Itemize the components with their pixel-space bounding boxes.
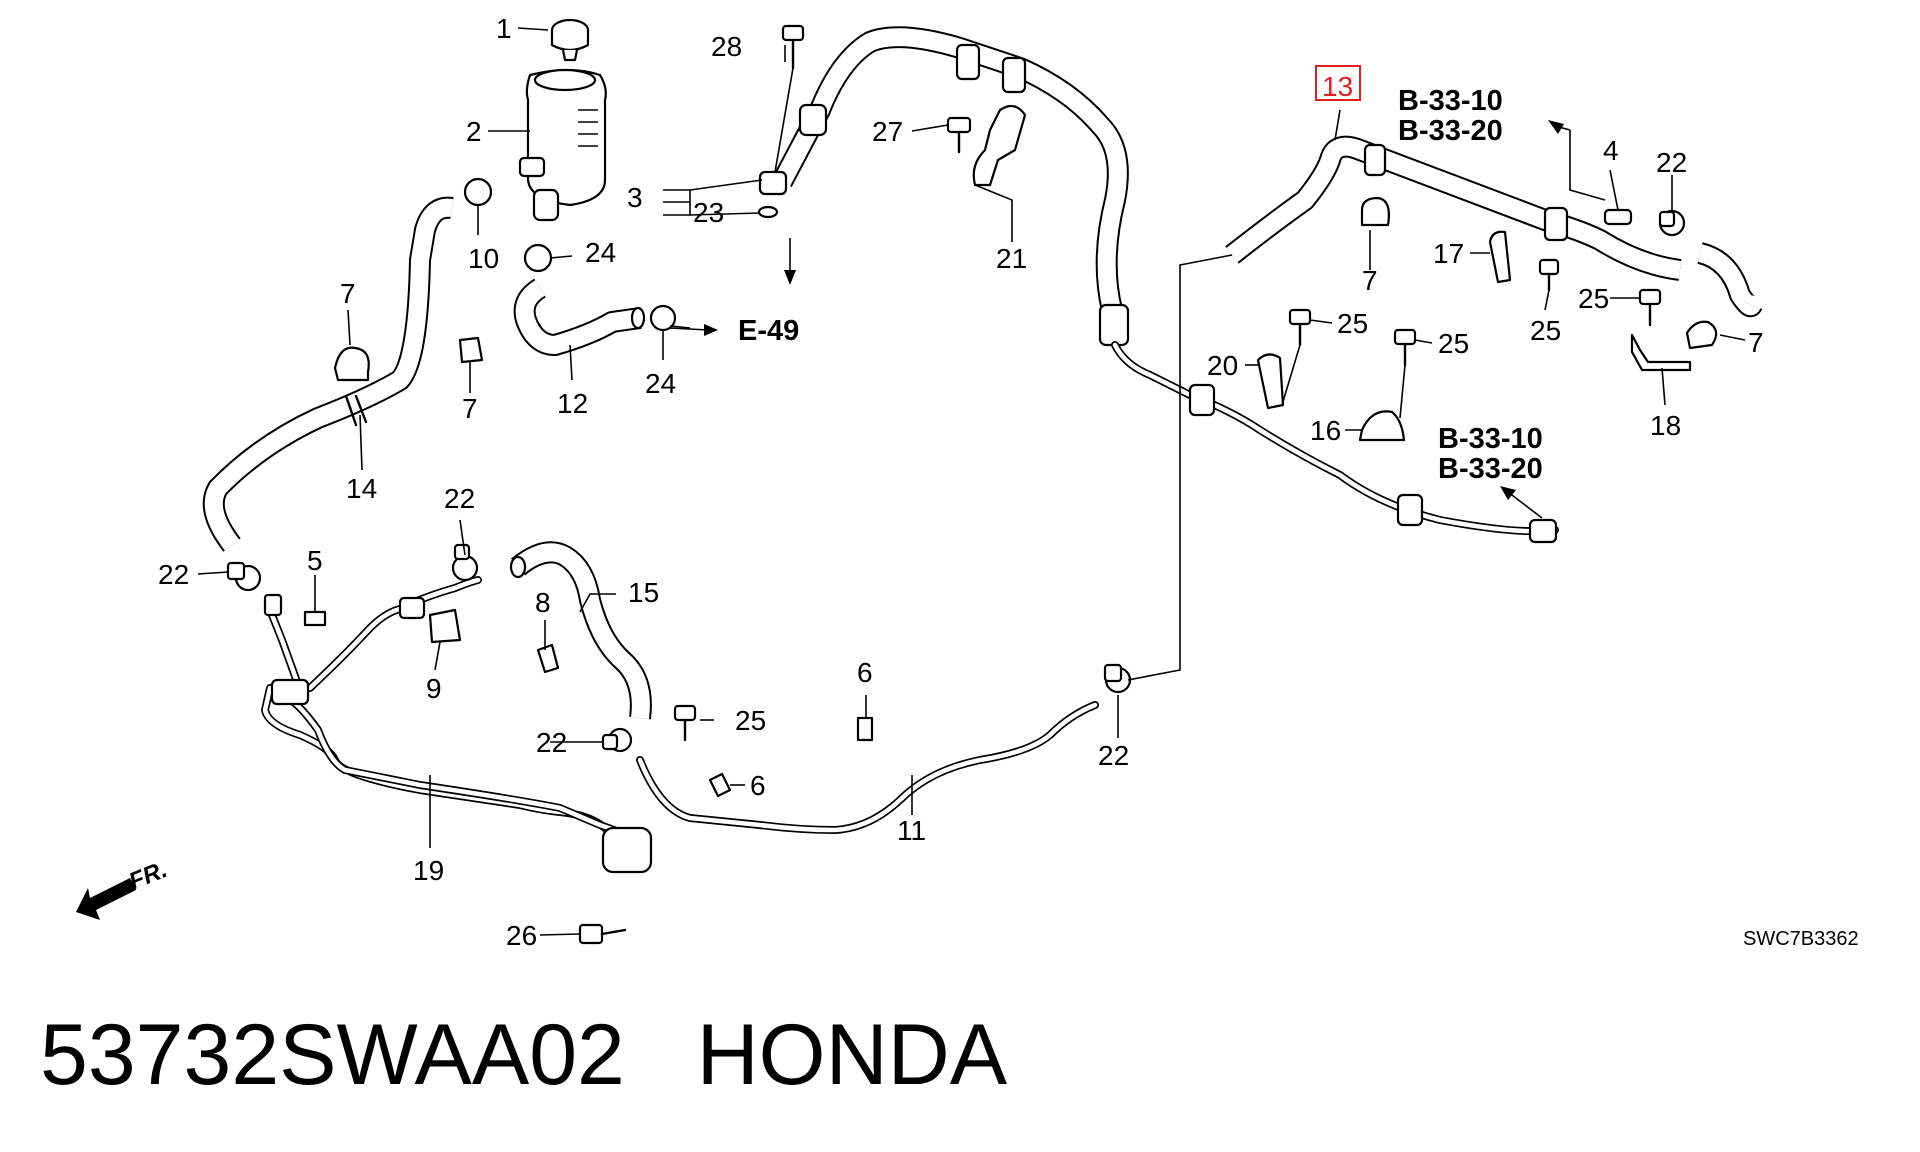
callout-11: 11	[897, 815, 926, 846]
callout-7-right: 7	[1748, 327, 1764, 358]
callout-9: 9	[426, 673, 442, 704]
part-number: 53732SWAA02	[40, 1007, 625, 1103]
hose-13	[1225, 135, 1763, 317]
callout-14: 14	[346, 473, 377, 504]
callout-7-center: 7	[1362, 265, 1378, 296]
callout-6-upper: 6	[857, 657, 873, 688]
callout-24-bottom: 24	[645, 368, 676, 399]
callout-4: 4	[1603, 135, 1619, 166]
callout-22-top: 22	[444, 483, 475, 514]
brand-name: HONDA	[696, 1007, 1008, 1103]
arrow-head-down	[784, 270, 796, 285]
callout-13: 13	[1322, 71, 1353, 102]
front-arrow-label: FR.	[125, 856, 171, 896]
callout-7-left: 7	[340, 278, 356, 309]
arrow-head-e49	[704, 324, 718, 336]
hose-15	[509, 541, 652, 720]
callout-25-d: 25	[1578, 283, 1609, 314]
callout-8: 8	[535, 587, 551, 618]
drawing-number: SWC7B3362	[1743, 928, 1859, 950]
reference-e49: E-49	[738, 315, 799, 347]
callout-25-e: 25	[735, 705, 766, 736]
arrow-head-b33-bottom	[1500, 486, 1516, 500]
reservoir	[518, 18, 607, 222]
callout-24-top: 24	[585, 237, 616, 268]
leader-lines	[197, 27, 1746, 936]
reference-arrows	[669, 120, 1606, 519]
callout-17: 17	[1433, 238, 1464, 269]
callout-1: 1	[496, 13, 512, 44]
callout-12: 12	[557, 388, 588, 419]
pipe-11	[636, 701, 1099, 834]
callout-13-highlight	[1315, 65, 1361, 101]
callout-21: 21	[996, 243, 1027, 274]
pipe-19	[261, 576, 653, 874]
callout-19: 19	[413, 855, 444, 886]
callout-26: 26	[506, 920, 537, 951]
callout-25-c: 25	[1530, 315, 1561, 346]
callout-22-left: 22	[158, 559, 189, 590]
callout-15: 15	[628, 577, 659, 608]
reference-b33-10-top: B-33-10	[1398, 85, 1503, 117]
hose-14	[202, 196, 454, 552]
callout-3: 3	[627, 182, 643, 213]
callout-5: 5	[307, 545, 323, 576]
callout-22-center: 22	[536, 727, 567, 758]
callout-28: 28	[711, 31, 742, 62]
callout-18: 18	[1650, 410, 1681, 441]
reference-b33-20-top: B-33-20	[1398, 115, 1503, 147]
callout-16: 16	[1310, 415, 1341, 446]
hose-12	[513, 278, 646, 356]
hose-feed	[772, 26, 1559, 544]
footer-spacer	[625, 1007, 697, 1103]
front-arrow: FR.	[76, 856, 171, 920]
callout-2: 2	[466, 116, 482, 147]
references: E-49 B-33-10 B-33-20 B-33-10 B-33-20	[738, 85, 1543, 485]
callout-6-lower: 6	[750, 770, 766, 801]
reference-b33-20-bottom: B-33-20	[1438, 453, 1543, 485]
callout-27: 27	[872, 116, 903, 147]
callout-20: 20	[1207, 350, 1238, 381]
callout-7-reservoir: 7	[462, 393, 478, 424]
callout-22-right: 22	[1656, 147, 1687, 178]
callouts: 1 2 3 4 5 6 6 7 7 7 7 8 9 10 11 12 13 14…	[158, 13, 1764, 951]
footer: 53732SWAA02 HONDA	[40, 1012, 1007, 1098]
reference-b33-10-bottom: B-33-10	[1438, 423, 1543, 455]
callout-25-b: 25	[1438, 328, 1469, 359]
callout-10: 10	[468, 243, 499, 274]
callout-22-bottom: 22	[1098, 740, 1129, 771]
callout-25-a: 25	[1337, 308, 1368, 339]
callout-23: 23	[693, 197, 724, 228]
